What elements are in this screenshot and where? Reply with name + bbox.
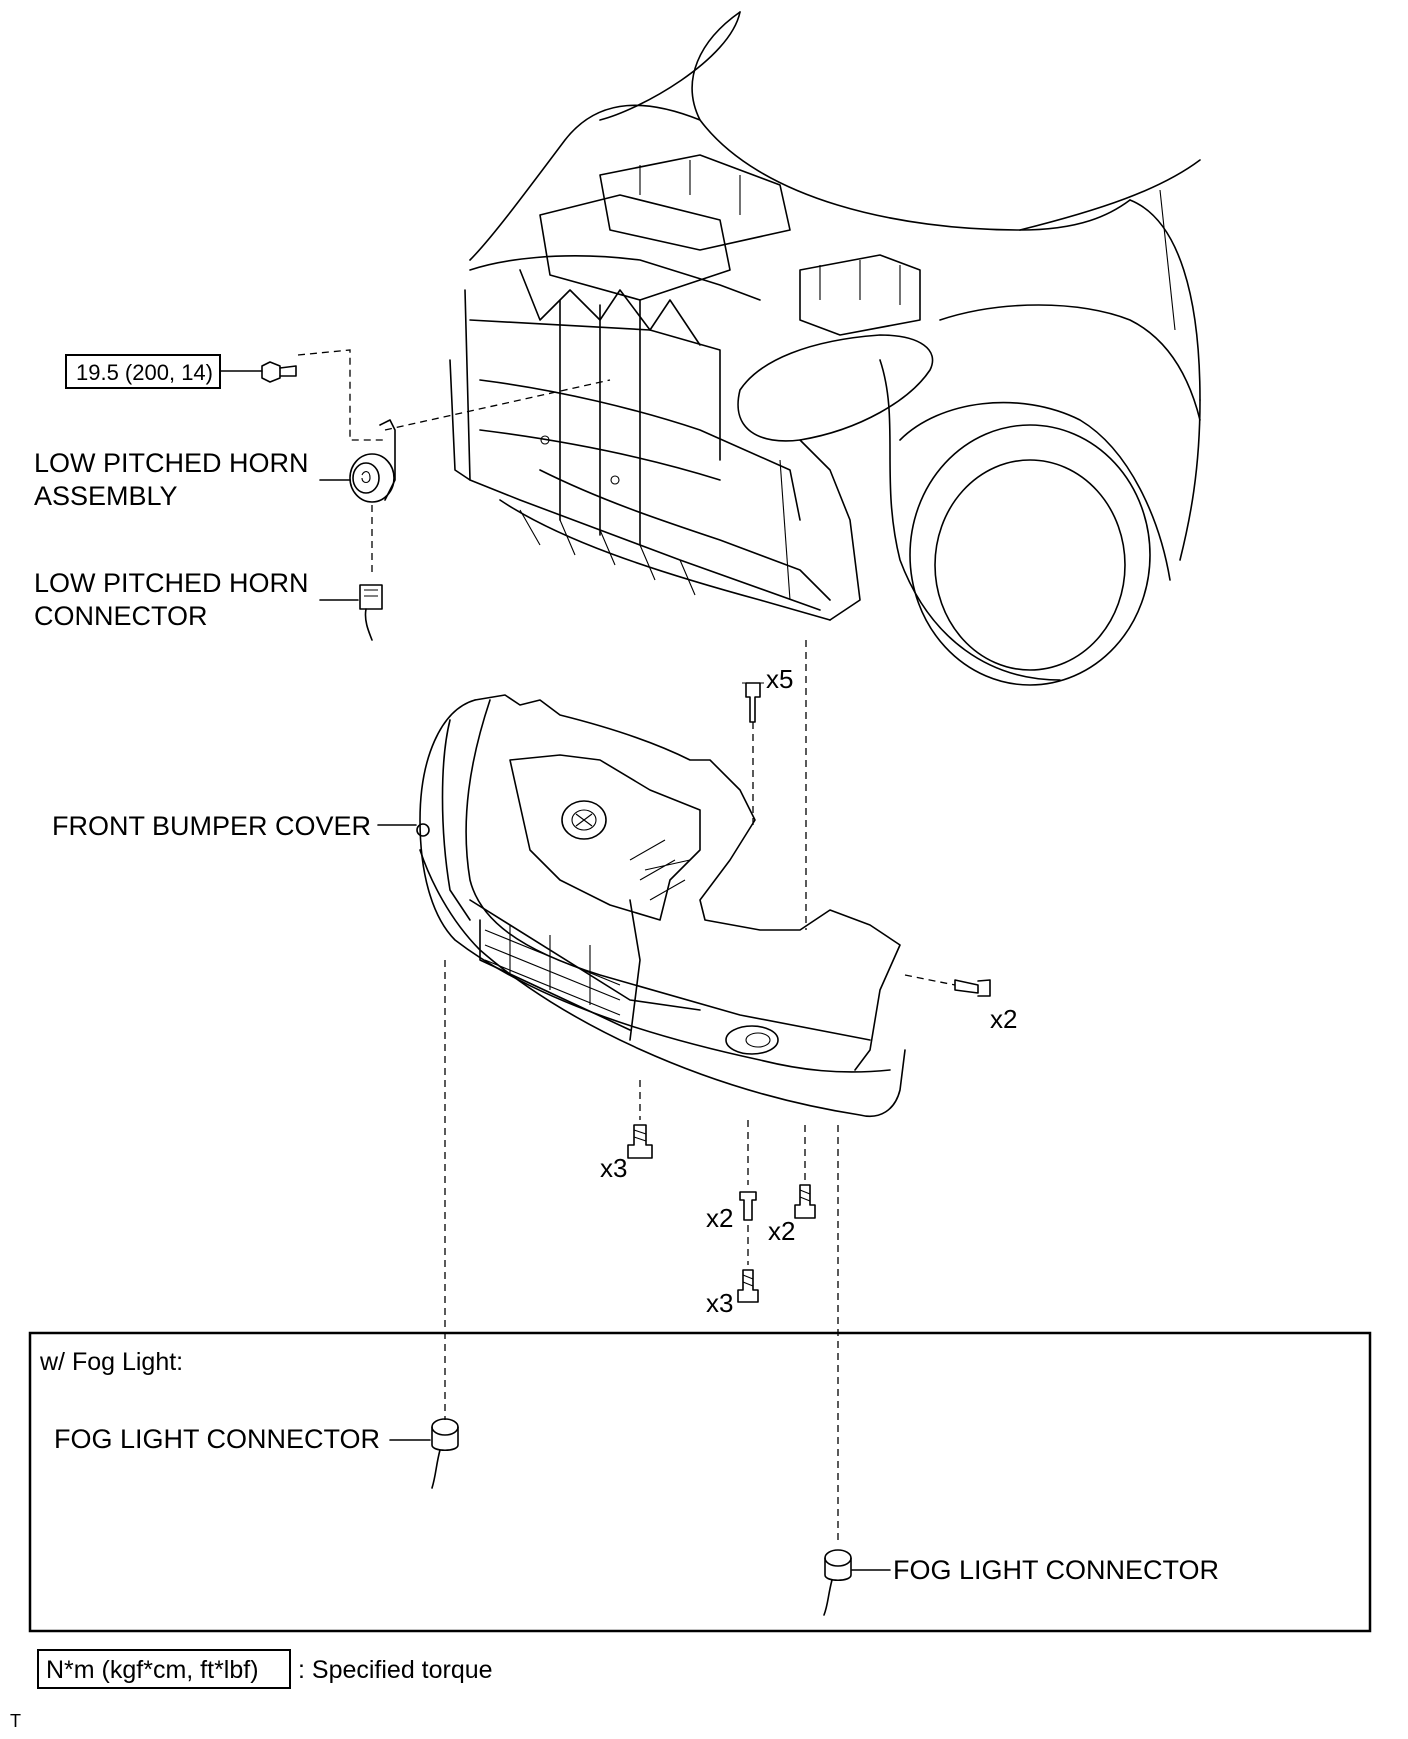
horn-assembly-icon xyxy=(349,419,396,503)
horn-assembly-label-line2: ASSEMBLY xyxy=(34,481,178,511)
screw-icon-bottom xyxy=(737,1269,759,1303)
qty-bottom-screws: x3 xyxy=(706,1288,733,1318)
bumper-cover-label: FRONT BUMPER COVER xyxy=(52,811,371,841)
horn-connector-label-line1: LOW PITCHED HORN xyxy=(34,568,309,598)
horn-bolt-icon xyxy=(261,361,297,383)
inset-title: w/ Fog Light: xyxy=(39,1348,183,1376)
qty-side-screws: x2 xyxy=(990,1004,1017,1034)
fog-light-inset: w/ Fog Light: FOG LIGHT CONNECTOR FOG LI… xyxy=(28,1331,1372,1633)
horn-connector-icon xyxy=(359,584,383,641)
qty-right-screws: x2 xyxy=(768,1216,795,1246)
legend-unit-box: N*m (kgf*cm, ft*lbf) xyxy=(46,1656,259,1684)
screw-icon-lower-left xyxy=(627,1124,653,1159)
footer-code: T xyxy=(10,1711,21,1731)
fog-connector-icon-right xyxy=(823,1549,852,1616)
fog-connector-icon-left xyxy=(431,1418,459,1489)
qty-lower-left-screws: x3 xyxy=(600,1153,627,1183)
screw-icon-right xyxy=(794,1184,816,1219)
torque-spec-box: 19.5 (200, 14) xyxy=(65,354,221,389)
horn-connector-label-line2: CONNECTOR xyxy=(34,601,208,631)
qty-top-clips: x5 xyxy=(766,664,793,694)
qty-center-clips: x2 xyxy=(706,1203,733,1233)
fog-connector-label-right: FOG LIGHT CONNECTOR xyxy=(893,1555,1219,1585)
clip-icon-center xyxy=(739,1191,757,1221)
fog-connector-label-left: FOG LIGHT CONNECTOR xyxy=(54,1424,380,1454)
front-bumper-cover-drawing xyxy=(416,694,906,1117)
horn-assembly-label-line1: LOW PITCHED HORN xyxy=(34,448,309,478)
torque-legend: N*m (kgf*cm, ft*lbf) : Specified torque xyxy=(37,1649,493,1689)
legend-description: : Specified torque xyxy=(298,1656,493,1684)
screw-icon-side xyxy=(954,979,991,997)
torque-value-text: 19.5 (200, 14) xyxy=(76,360,213,385)
clip-icon-top xyxy=(742,682,764,723)
vehicle-front-illustration xyxy=(449,11,1201,686)
